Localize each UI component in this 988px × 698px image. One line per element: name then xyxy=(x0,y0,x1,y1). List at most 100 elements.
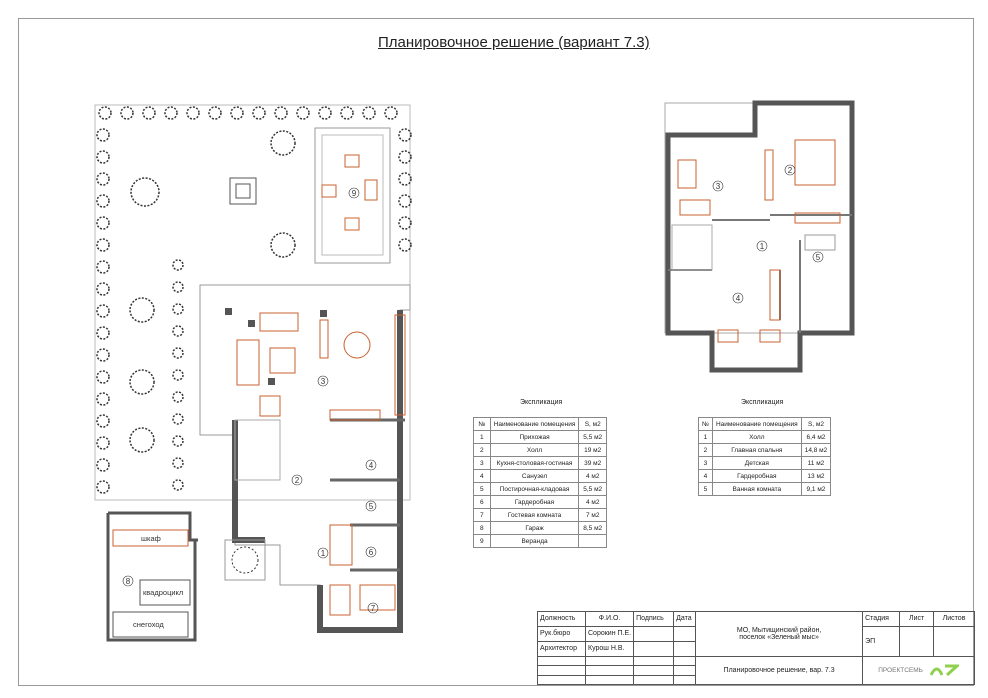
tree-icon xyxy=(98,106,112,120)
room-number: 8 xyxy=(126,577,131,586)
tree-icon xyxy=(96,128,110,142)
sheets-label: Листов xyxy=(933,611,975,627)
cell-room-name: Наименование помещения xyxy=(711,417,802,431)
cell-number: 1 xyxy=(698,430,713,444)
cell-area: 19 м2 xyxy=(578,443,607,457)
company-logo: ПРОЕКТСЕМЬ xyxy=(865,663,972,677)
cell-area: 7 м2 xyxy=(578,508,607,522)
tree-icon xyxy=(96,238,110,252)
tree-icon xyxy=(96,194,110,208)
cell-area: 5,5 м2 xyxy=(578,430,607,444)
room-number-marker xyxy=(732,292,744,304)
tree-icon xyxy=(398,194,412,208)
tree-icon xyxy=(129,427,155,453)
label-wardrobe: шкаф xyxy=(141,534,161,543)
atv-shape xyxy=(139,579,191,606)
tree-icon xyxy=(340,106,354,120)
tree-icon xyxy=(164,106,178,120)
room-number: 6 xyxy=(369,548,374,557)
cell-number: 2 xyxy=(698,443,713,457)
tree-icon xyxy=(142,106,156,120)
room-number-marker xyxy=(317,547,329,559)
snowmobile-shape xyxy=(112,611,189,638)
tree-icon xyxy=(398,150,412,164)
position-head: Рук.бюро xyxy=(537,625,586,642)
room-number: 7 xyxy=(371,604,376,613)
tree-icon xyxy=(96,392,110,406)
tree-icon xyxy=(270,130,296,156)
cell-room-name: Ванная комната xyxy=(711,482,802,496)
explication-2-caption: Экспликация xyxy=(741,399,784,406)
tree-icon xyxy=(398,238,412,252)
room-number: 2 xyxy=(295,476,300,485)
room-number: 1 xyxy=(760,242,765,251)
tree-icon xyxy=(398,172,412,186)
tree-icon xyxy=(398,128,412,142)
tree-icon xyxy=(129,369,155,395)
room-number-marker xyxy=(365,459,377,471)
cell-room-name: Гостевая комната xyxy=(489,508,580,522)
site-boundary xyxy=(94,104,411,501)
room-number: 3 xyxy=(321,377,326,386)
cell-area: 6,4 м2 xyxy=(800,430,832,444)
tree-icon xyxy=(129,297,155,323)
tree-icon xyxy=(96,172,110,186)
tree-icon xyxy=(96,480,110,494)
room-number-marker xyxy=(367,602,379,614)
explication-1-caption: Экспликация xyxy=(520,399,563,406)
cell-area: 4 м2 xyxy=(578,495,607,509)
tree-icon xyxy=(172,457,184,469)
room-number: 4 xyxy=(736,294,741,303)
cell-area: 9,1 м2 xyxy=(800,482,832,496)
tree-icon xyxy=(208,106,222,120)
room-number: 5 xyxy=(816,253,821,262)
stage-value: ЭП xyxy=(862,625,901,657)
tree-icon xyxy=(172,281,184,293)
cell-room-name: Гардеробная xyxy=(489,495,580,509)
label-snowmobile: снегоход xyxy=(133,620,164,629)
tree-icon xyxy=(252,106,266,120)
tree-icon xyxy=(96,436,110,450)
cell-number: 5 xyxy=(698,482,713,496)
cell-number: 3 xyxy=(698,456,713,470)
room-number-marker xyxy=(348,187,360,199)
tree-icon xyxy=(172,259,184,271)
tree-icon xyxy=(172,303,184,315)
cell-number: 4 xyxy=(698,469,713,483)
cell-number: 4 xyxy=(473,469,491,483)
tree-icon xyxy=(186,106,200,120)
room-number-marker xyxy=(712,180,724,192)
cell-room-name: Гардеробная xyxy=(711,469,802,483)
tree-icon xyxy=(96,216,110,230)
cell-area: S, м2 xyxy=(800,417,832,431)
name-head: Сорокин П.Е. xyxy=(584,625,635,642)
cell-number: 2 xyxy=(473,443,491,457)
tree-icon xyxy=(130,177,160,207)
label-atv: квадроцикл xyxy=(143,588,183,597)
tree-icon xyxy=(172,435,184,447)
cell-number: 9 xyxy=(473,534,491,548)
cell-number: 1 xyxy=(473,430,491,444)
header-date: Дата xyxy=(673,611,697,627)
cell-number: 3 xyxy=(473,456,491,470)
cell-number: 6 xyxy=(473,495,491,509)
header-name: Ф.И.О. xyxy=(584,611,635,627)
room-number-marker xyxy=(365,546,377,558)
tree-icon xyxy=(362,106,376,120)
cell-room-name: Холл xyxy=(711,430,802,444)
tree-icon xyxy=(96,414,110,428)
tree-icon xyxy=(120,106,134,120)
room-number-marker xyxy=(291,474,303,486)
